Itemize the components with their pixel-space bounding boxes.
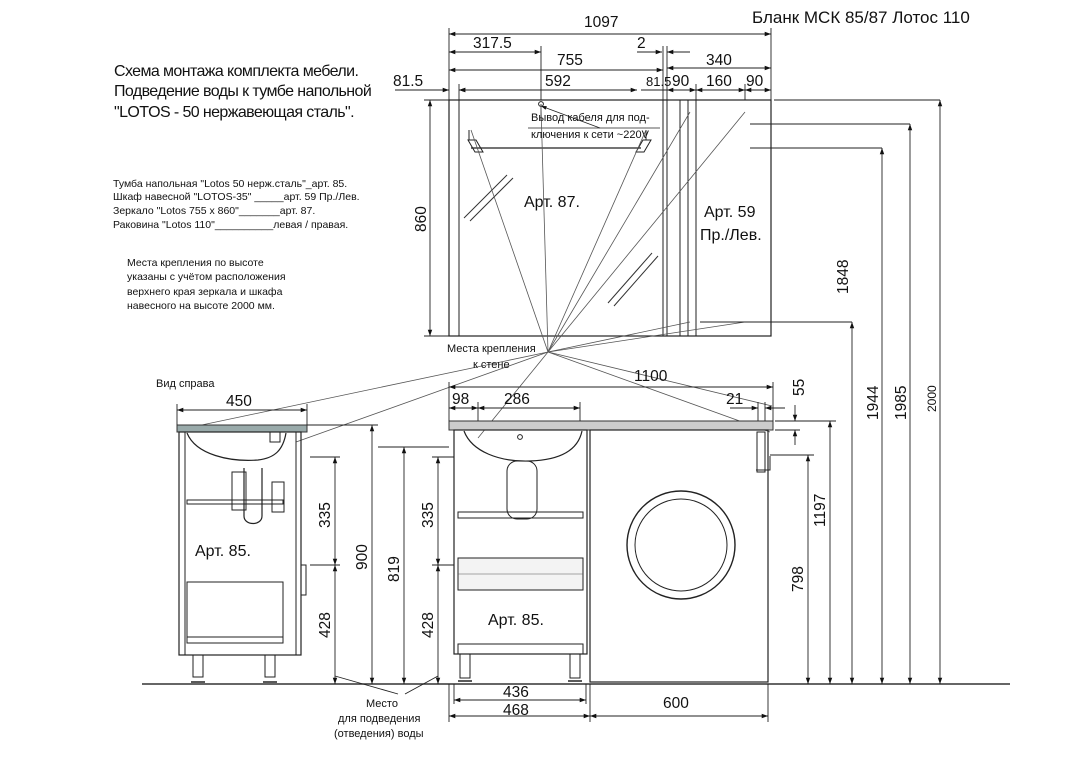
drawing-title-line-2: Подведение воды к тумбе напольной [114, 83, 372, 100]
side-view-label: Вид справа [156, 378, 215, 390]
dim-1097: 1097 [584, 14, 618, 31]
dim-436: 436 [503, 684, 529, 701]
drawing-title-line-3: "LOTOS - 50 нержавеющая сталь". [114, 104, 355, 121]
dim-1985: 1985 [893, 386, 910, 420]
dim-819: 819 [386, 556, 403, 582]
dim-81-5-b: 81.5 [646, 74, 671, 89]
cable-label-1: Вывод кабеля для под- [531, 112, 650, 124]
dim-1944: 1944 [865, 385, 882, 420]
dim-1197: 1197 [812, 494, 829, 527]
mount-note-2: указаны с учётом расположения [127, 271, 286, 283]
dim-428-side: 428 [317, 612, 334, 638]
dim-90-a: 90 [672, 73, 690, 90]
dim-592: 592 [545, 73, 571, 90]
dim-21: 21 [726, 391, 743, 408]
form-header: Бланк МСК 85/87 Лотос 110 [752, 8, 970, 27]
side-view-cabinet [176, 424, 308, 683]
item-list-2: Шкаф навесной "LOTOS-35" _____арт. 59 Пр… [113, 191, 360, 203]
drawing-title-line-1: Схема монтажа комплекта мебели. [114, 63, 359, 80]
mount-note-1: Места крепления по высоте [127, 257, 264, 269]
dim-335-front: 335 [420, 502, 437, 528]
art-85-front-label: Арт. 85. [488, 612, 544, 629]
dim-2000: 2000 [925, 385, 939, 412]
dim-798: 798 [790, 566, 807, 592]
dim-81-5: 81.5 [393, 73, 423, 90]
art-87-label: Арт. 87. [524, 194, 580, 211]
dim-340: 340 [706, 52, 732, 69]
wall-mount-rays [177, 105, 773, 443]
dim-90-b: 90 [746, 73, 764, 90]
dim-98: 98 [452, 391, 469, 408]
dim-468: 468 [503, 702, 529, 719]
dim-428-front: 428 [420, 612, 437, 638]
dim-160: 160 [706, 73, 732, 90]
water-label-1: Место [366, 698, 398, 710]
wall-mount-label-1: Места крепления [447, 343, 536, 355]
washing-machine [589, 429, 771, 683]
dim-450: 450 [226, 393, 252, 410]
dim-1848: 1848 [835, 260, 852, 294]
mirror-and-cabinet [448, 99, 772, 337]
mirror-cabinet-outline [448, 99, 772, 337]
front-view-vanity [448, 420, 774, 682]
dim-2: 2 [637, 35, 646, 52]
dim-317-5: 317.5 [473, 35, 512, 52]
dim-335-side: 335 [317, 502, 334, 528]
item-list-3: Зеркало "Lotos 755 х 860"_______арт. 87. [113, 205, 316, 217]
dimension-lines [176, 28, 943, 722]
dim-1100: 1100 [634, 368, 668, 385]
dimension-values: 1097 317.5 2 755 340 81.5 592 81.5 90 16… [226, 14, 939, 719]
dim-286: 286 [504, 391, 530, 408]
cable-label-2: ключения к сети ~220V [531, 129, 650, 141]
dim-755: 755 [557, 52, 583, 69]
mount-note-3: верхнего края зеркала и шкафа [127, 286, 283, 298]
dim-55: 55 [791, 379, 808, 396]
mount-note-4: навесного на высоте 2000 мм. [127, 300, 275, 312]
art-85-side-label: Арт. 85. [195, 543, 251, 560]
item-list-1: Тумба напольная "Lotos 50 нерж.сталь"_ар… [113, 178, 348, 190]
art-59-label-2: Пр./Лев. [700, 227, 762, 244]
art-59-label-1: Арт. 59 [704, 204, 756, 221]
dim-900: 900 [354, 544, 371, 570]
dim-860: 860 [413, 206, 430, 232]
drawing-labels: Вывод кабеля для под- ключения к сети ~2… [156, 112, 762, 740]
wall-mount-label-2: к стене [473, 359, 510, 371]
dim-600: 600 [663, 695, 689, 712]
item-list-4: Раковина "Lotos 110"__________левая / пр… [113, 219, 349, 231]
water-label-2: для подведения [338, 713, 420, 725]
water-label-3: (отведения) воды [334, 728, 424, 740]
